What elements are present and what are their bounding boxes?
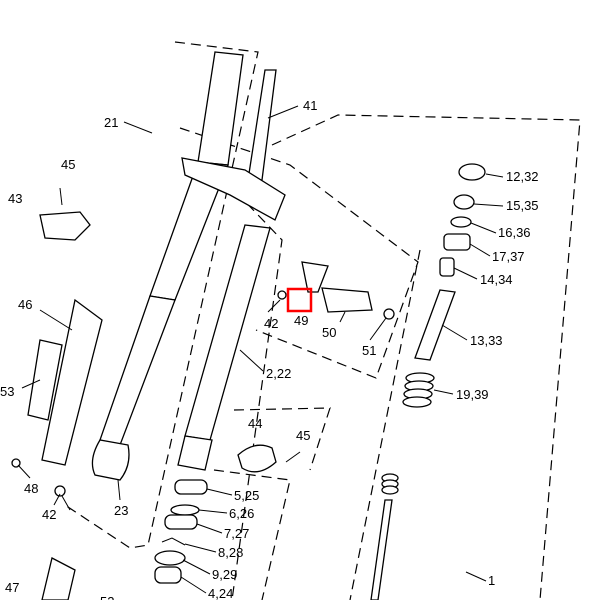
label-12-32[interactable]: 12,32 [506,169,539,184]
label-50[interactable]: 50 [322,325,336,340]
label-46[interactable]: 46 [18,297,32,312]
bracket-49-part [301,261,329,293]
label-1[interactable]: 1 [488,573,495,588]
label-7-27[interactable]: 7,27 [224,526,249,541]
outer-tube-part [91,51,244,481]
nut-part [453,194,475,210]
label-52[interactable]: 52 [100,594,114,600]
spacer-part [439,257,455,277]
guide-50-part [321,287,373,313]
group-outline-inner-tube [231,191,283,600]
bushing-5-part [174,479,208,495]
small-spring-part [381,473,399,495]
oil-seal-7-part [164,514,198,530]
label-16-36[interactable]: 16,36 [498,225,531,240]
washer-6-part [170,504,200,516]
guard-47-part [41,557,76,600]
group-outline-damper-inner [349,249,421,600]
bushing-4-part [154,566,182,584]
label-17-37[interactable]: 17,37 [492,249,525,264]
bolt-42-part [277,290,287,300]
leader-lines [17,105,504,594]
label-41[interactable]: 41 [303,98,317,113]
label-9-29[interactable]: 9,29 [212,567,237,582]
label-23[interactable]: 23 [114,503,128,518]
inner-tube-part [177,224,271,471]
label-13-33[interactable]: 13,33 [470,333,503,348]
label-51[interactable]: 51 [362,343,376,358]
fork-guard-part [41,298,103,466]
label-42b[interactable]: 42 [42,507,56,522]
damper-rod-part [414,289,456,361]
bolt-51-part [383,308,395,320]
dust-seal-9-part [154,550,186,566]
group-outline-lower [213,469,291,600]
steering-stem-part [247,69,277,181]
plate-53-part [27,339,63,421]
group-outline-outer-tube [64,41,259,549]
clip-8-part [161,537,186,546]
label-44[interactable]: 44 [248,416,262,431]
label-21[interactable]: 21 [104,115,118,130]
label-4-24[interactable]: 4,24 [208,586,233,600]
clamp-44-part [237,444,277,473]
label-15-35[interactable]: 15,35 [506,198,539,213]
cap-bolt-part [458,163,486,181]
group-outline-clamp [233,407,331,471]
label-45b[interactable]: 45 [296,428,310,443]
bolt-45-part [59,187,63,206]
label-19-39[interactable]: 19,39 [456,387,489,402]
label-6-26[interactable]: 6,26 [229,506,254,521]
damper-shaft-part [370,499,393,600]
group-outline-bracket [179,127,419,379]
clamp-43-part [39,211,91,241]
label-14-34[interactable]: 14,34 [480,272,513,287]
label-42[interactable]: 42 [264,316,278,331]
label-47[interactable]: 47 [5,580,19,595]
label-48[interactable]: 48 [24,481,38,496]
label-45[interactable]: 45 [61,157,75,172]
bolt-42b-part [54,485,66,497]
label-49[interactable]: 49 [294,313,308,328]
highlight-box-49 [286,287,313,313]
collar-part [443,233,471,251]
label-2-22[interactable]: 2,22 [266,366,291,381]
label-53[interactable]: 53 [0,384,14,399]
label-8-28[interactable]: 8,28 [218,545,243,560]
triple-clamp-part [181,157,286,221]
group-outline-damper [271,114,581,600]
washer-part [450,216,472,228]
bolt-45b-part [285,451,301,463]
label-5-25[interactable]: 5,25 [234,488,259,503]
label-43[interactable]: 43 [8,191,22,206]
spring-part [402,372,435,408]
